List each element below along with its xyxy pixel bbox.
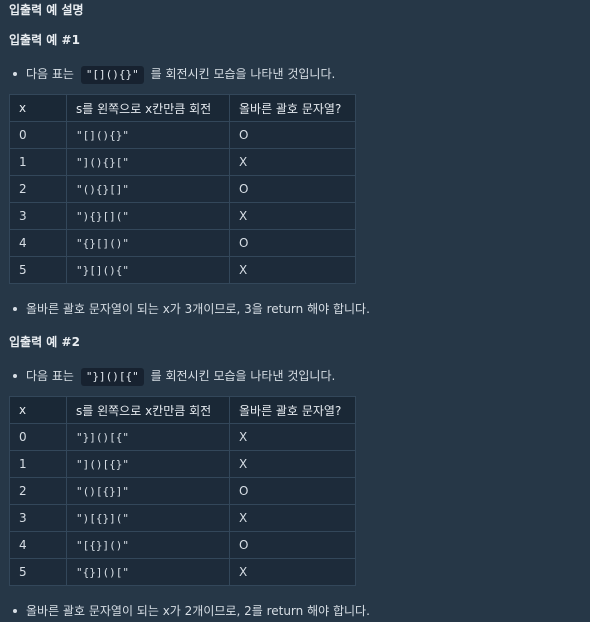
header-rotation: s를 왼쪽으로 x칸만큼 회전 (66, 396, 230, 424)
table-row: 2 "()[{}]" O (9, 477, 356, 505)
cell-x: 3 (9, 202, 67, 230)
cell-valid: O (229, 121, 356, 149)
cell-rotated: "[{}]()" (66, 531, 230, 559)
cell-rotated: "}]()[{" (66, 423, 230, 451)
table-header-row: x s를 왼쪽으로 x칸만큼 회전 올바른 괄호 문자열? (9, 94, 356, 122)
cell-valid: X (229, 423, 356, 451)
cell-valid: X (229, 558, 356, 586)
cell-x: 2 (9, 175, 67, 203)
intro-text-pre: 다음 표는 (26, 67, 74, 81)
cell-x: 5 (9, 256, 67, 284)
cell-rotated: "](){}[" (66, 148, 230, 176)
cell-valid: O (229, 229, 356, 257)
header-x: x (9, 94, 67, 122)
example-2-intro: 다음 표는 "}]()[{" 를 회전시킨 모습을 나타낸 것입니다. (12, 367, 336, 386)
example-1-intro: 다음 표는 "[](){}" 를 회전시킨 모습을 나타낸 것입니다. (12, 65, 336, 84)
cell-x: 1 (9, 450, 67, 478)
header-valid: 올바른 괄호 문자열? (229, 396, 356, 424)
cell-rotated: "()[{}]" (66, 477, 230, 505)
header-x: x (9, 396, 67, 424)
cell-rotated: ")[{}](" (66, 504, 230, 532)
table-row: 2 "(){}[]" O (9, 175, 356, 203)
example-1-title: 입출력 예 #1 (9, 33, 80, 47)
cell-rotated: "[](){}" (66, 121, 230, 149)
cell-x: 0 (9, 121, 67, 149)
table-row: 0 "[](){}" O (9, 121, 356, 149)
cell-rotated: "]()[{}" (66, 450, 230, 478)
table-row: 3 "){}[](" X (9, 202, 356, 230)
cell-valid: X (229, 504, 356, 532)
cell-valid: X (229, 256, 356, 284)
section-heading: 입출력 예 설명 (9, 3, 84, 17)
table-row: 1 "]()[{}" X (9, 450, 356, 478)
cell-valid: X (229, 148, 356, 176)
intro-text-pre: 다음 표는 (26, 369, 74, 383)
table-row: 1 "](){}[" X (9, 148, 356, 176)
cell-valid: O (229, 477, 356, 505)
intro-text-post: 를 회전시킨 모습을 나타낸 것입니다. (150, 67, 336, 81)
input-code: "}]()[{" (80, 368, 144, 386)
cell-rotated: "){}[](" (66, 202, 230, 230)
cell-rotated: "}[](){" (66, 256, 230, 284)
example-2-title: 입출력 예 #2 (9, 335, 80, 349)
table-row: 3 ")[{}](" X (9, 504, 356, 532)
header-valid: 올바른 괄호 문자열? (229, 94, 356, 122)
cell-valid: X (229, 202, 356, 230)
table-header-row: x s를 왼쪽으로 x칸만큼 회전 올바른 괄호 문자열? (9, 396, 356, 424)
cell-rotated: "(){}[]" (66, 175, 230, 203)
table-row: 4 "{}[]()" O (9, 229, 356, 257)
example-2-conclusion: 올바른 괄호 문자열이 되는 x가 2개이므로, 2를 return 해야 합니… (13, 604, 370, 618)
cell-x: 2 (9, 477, 67, 505)
example-1-table: x s를 왼쪽으로 x칸만큼 회전 올바른 괄호 문자열? 0 "[](){}"… (9, 94, 356, 284)
intro-text-post: 를 회전시킨 모습을 나타낸 것입니다. (150, 369, 336, 383)
cell-valid: O (229, 175, 356, 203)
input-code: "[](){}" (80, 66, 144, 84)
header-rotation: s를 왼쪽으로 x칸만큼 회전 (66, 94, 230, 122)
table-row: 5 "}[](){" X (9, 256, 356, 284)
cell-x: 1 (9, 148, 67, 176)
cell-rotated: "{}[]()" (66, 229, 230, 257)
example-2-table: x s를 왼쪽으로 x칸만큼 회전 올바른 괄호 문자열? 0 "}]()[{"… (9, 396, 356, 586)
cell-x: 3 (9, 504, 67, 532)
cell-valid: O (229, 531, 356, 559)
table-row: 5 "{}]()[" X (9, 558, 356, 586)
cell-x: 0 (9, 423, 67, 451)
cell-x: 5 (9, 558, 67, 586)
cell-valid: X (229, 450, 356, 478)
cell-x: 4 (9, 531, 67, 559)
table-row: 0 "}]()[{" X (9, 423, 356, 451)
cell-rotated: "{}]()[" (66, 558, 230, 586)
example-1-conclusion: 올바른 괄호 문자열이 되는 x가 3개이므로, 3을 return 해야 합니… (13, 302, 370, 316)
table-row: 4 "[{}]()" O (9, 531, 356, 559)
cell-x: 4 (9, 229, 67, 257)
